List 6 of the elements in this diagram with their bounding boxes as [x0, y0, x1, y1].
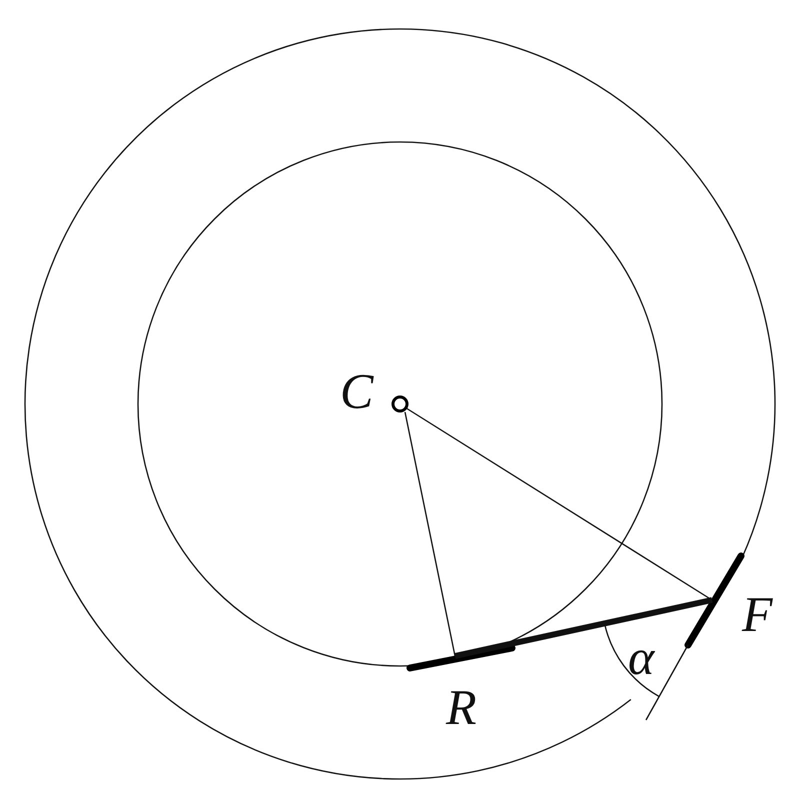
line — [404, 412, 456, 656]
point-label: R — [446, 682, 477, 732]
thick-line — [454, 597, 713, 659]
angle-label: α — [628, 632, 654, 682]
point-label: F — [742, 589, 773, 639]
point-label: C — [340, 366, 374, 416]
